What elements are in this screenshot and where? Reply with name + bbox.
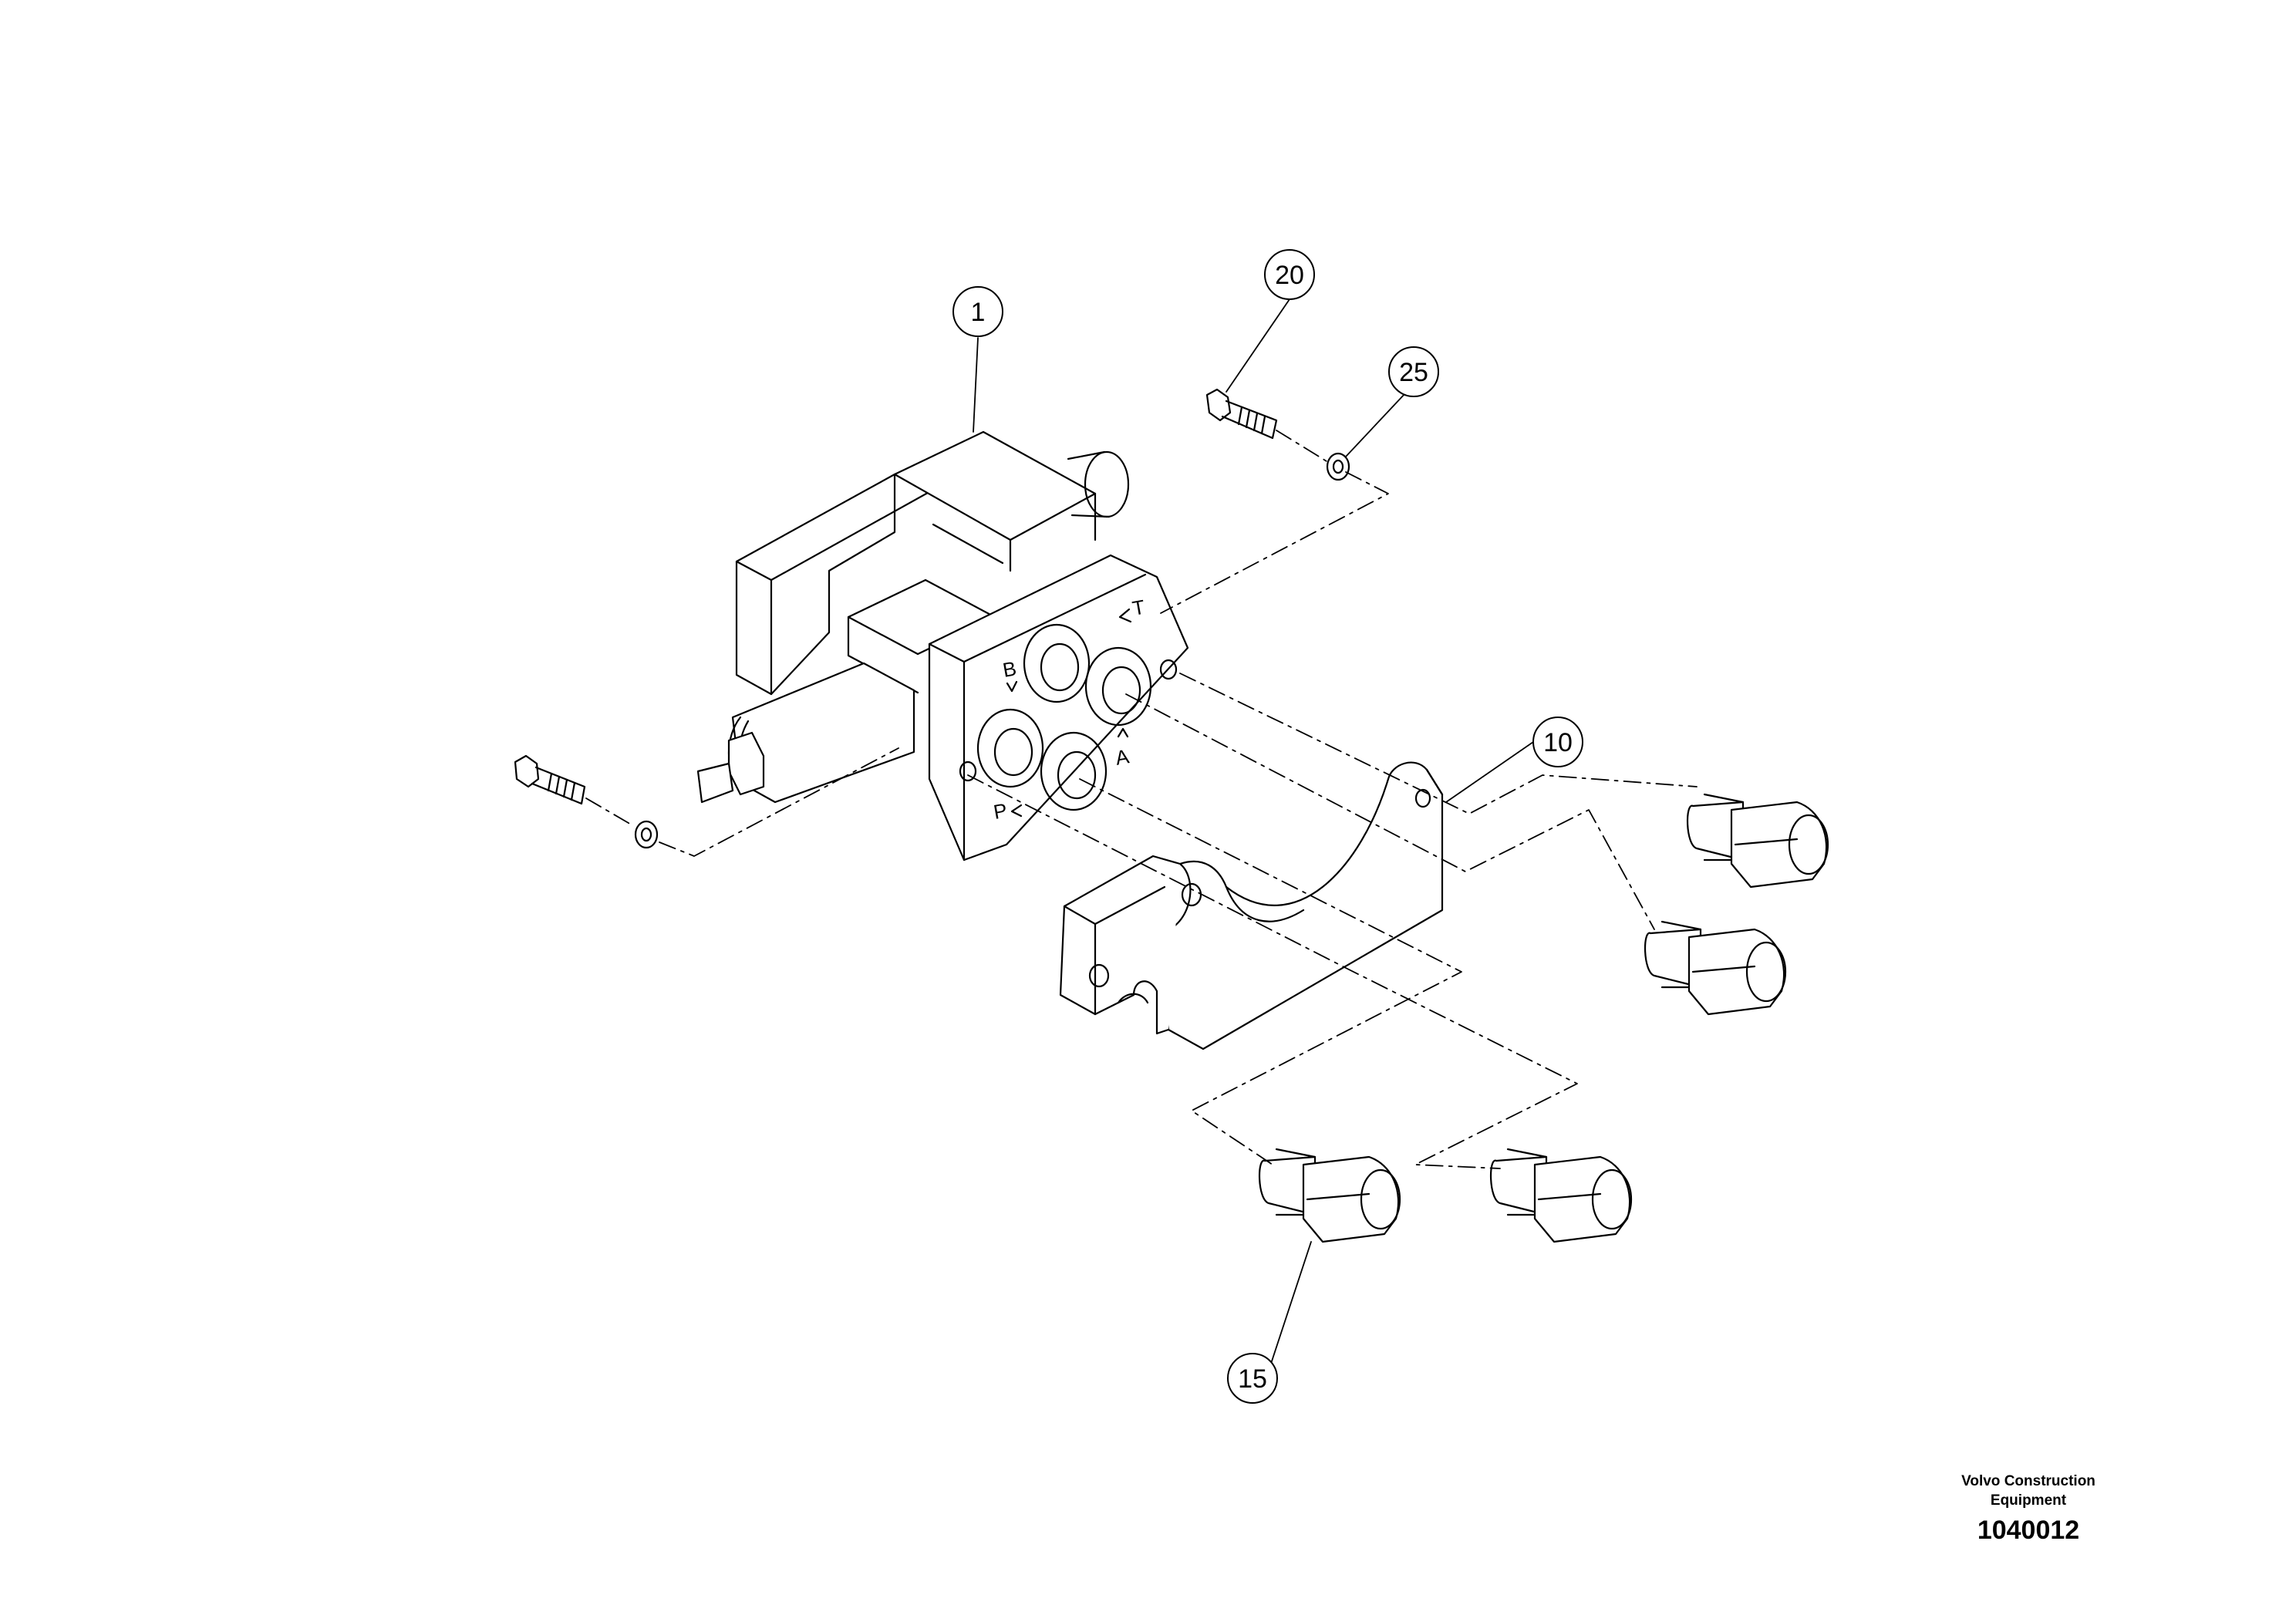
callout-25: 25	[1399, 358, 1428, 387]
callout-15: 15	[1238, 1364, 1267, 1394]
callout-10: 10	[1543, 728, 1573, 757]
brand-name-line1: Volvo Construction	[1961, 1473, 2095, 1489]
fitting-upper-right	[1687, 793, 1829, 889]
port-label-b: B	[1001, 656, 1018, 682]
washer-25	[1326, 452, 1350, 481]
fitting-bottom-left	[1259, 1148, 1401, 1243]
washer-left	[634, 820, 659, 849]
callout-1: 1	[971, 298, 986, 327]
callout-numbers: 1 20 25 10 15	[971, 261, 1573, 1394]
port-label-p: P	[992, 798, 1009, 824]
port-labels: B T A P	[992, 595, 1147, 824]
port-label-t: T	[1131, 595, 1147, 620]
callout-20: 20	[1275, 261, 1304, 290]
valve-port-plate	[928, 554, 1189, 862]
brand-name-line2: Equipment	[1990, 1492, 2067, 1509]
fitting-bottom-right	[1490, 1148, 1633, 1243]
port-arrows	[1006, 608, 1132, 818]
callout-circles	[952, 249, 1583, 1404]
drawing-number: 1040012	[1977, 1516, 2080, 1545]
callout-circle-20	[1264, 249, 1315, 300]
callout-circle-10	[1532, 717, 1583, 767]
fitting-middle-right	[1644, 920, 1787, 1016]
callout-circle-15	[1227, 1353, 1278, 1404]
callout-circle-25	[1388, 346, 1439, 397]
solenoid-valve	[696, 430, 1130, 804]
callout-circle-1	[952, 286, 1003, 337]
bolt-left	[514, 754, 586, 805]
mounting-bracket	[1059, 761, 1444, 1050]
callout-leaders	[973, 298, 1534, 1374]
port-label-a: A	[1114, 744, 1131, 770]
bolt-20	[1205, 388, 1278, 440]
assembly-centerlines	[585, 430, 1698, 1169]
